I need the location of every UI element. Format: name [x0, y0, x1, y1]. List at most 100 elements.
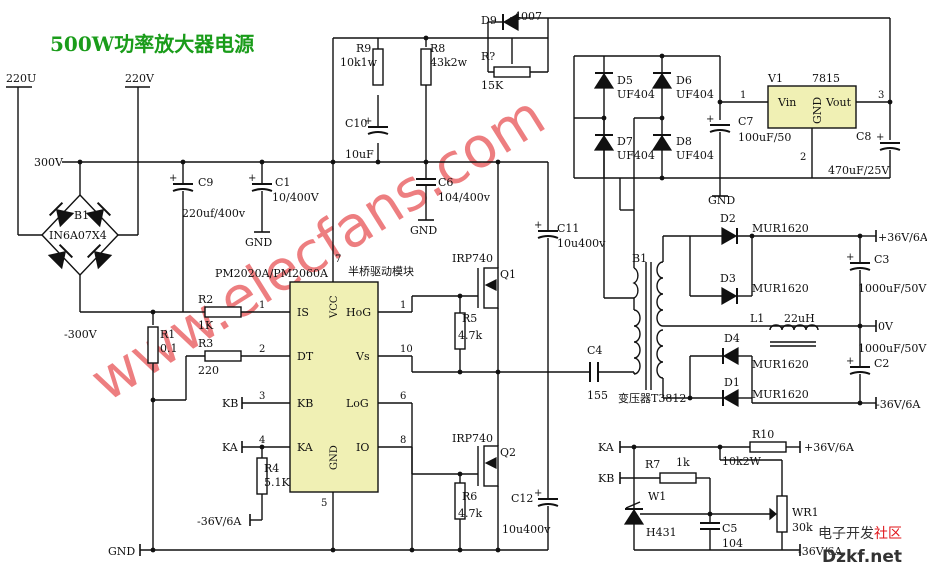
svg-text:R?: R? — [481, 50, 495, 63]
svg-text:C1: C1 — [275, 176, 290, 189]
logo-line2: Dzkf.net — [822, 547, 902, 567]
output-caps: C3 1000uF/50V C2 1000uF/50V +36V/6A 0V -… — [845, 229, 927, 411]
svg-text:R2: R2 — [198, 293, 213, 306]
svg-text:C3: C3 — [874, 253, 889, 266]
svg-text:R4: R4 — [264, 462, 279, 475]
svg-text:220uf/400v: 220uf/400v — [182, 207, 246, 220]
net-kb-left: KB — [222, 397, 238, 410]
cap-c1: C1 10/400V GND — [245, 162, 320, 249]
net-m36-r4: -36V/6A — [197, 515, 242, 528]
svg-text:Vs: Vs — [355, 350, 370, 363]
svg-text:VCC: VCC — [329, 295, 340, 319]
svg-text:GND: GND — [329, 445, 340, 470]
svg-text:D7: D7 — [617, 135, 633, 148]
resistor-r2: R2 1K — [190, 293, 290, 332]
svg-text:HoG: HoG — [346, 306, 371, 319]
svg-text:C4: C4 — [587, 344, 602, 357]
svg-text:10uF: 10uF — [345, 148, 374, 161]
net-p36-fb: +36V/6A — [804, 441, 855, 454]
svg-text:D3: D3 — [720, 272, 736, 285]
svg-text:B1: B1 — [632, 252, 647, 265]
mosfet-q2: IRP740 Q2 R6 4.7k — [411, 372, 516, 550]
svg-text:变压器T3812: 变压器T3812 — [618, 391, 686, 405]
gnd-label-c6: GND — [410, 224, 437, 237]
svg-text:3: 3 — [878, 90, 884, 101]
svg-text:43k2w: 43k2w — [430, 56, 468, 69]
svg-text:IS: IS — [297, 306, 309, 319]
svg-text:R5: R5 — [462, 312, 477, 325]
svg-text:4.7k: 4.7k — [458, 507, 482, 520]
net-gnd-bottom: GND — [108, 545, 135, 558]
svg-text:104/400v: 104/400v — [438, 191, 491, 204]
svg-text:MUR1620: MUR1620 — [752, 282, 809, 295]
svg-text:IRP740: IRP740 — [452, 432, 493, 445]
svg-text:D6: D6 — [676, 74, 692, 87]
net-m36-out: -36V/6A — [876, 398, 921, 411]
ic-left-kb-ka: KB KA R4 5.1K1W -36V/6A — [197, 396, 309, 528]
ic-module: 半桥驱动模块 — [348, 264, 414, 278]
svg-text:Q2: Q2 — [500, 446, 516, 459]
svg-text:UF404: UF404 — [676, 88, 714, 101]
svg-text:R1: R1 — [160, 328, 175, 341]
bridge-value: IN6A07X4 — [49, 229, 107, 242]
mains-input: 220U 220V — [6, 72, 155, 236]
net-p36-out: +36V/6A — [878, 231, 927, 244]
svg-text:4.7k: 4.7k — [458, 329, 482, 342]
split-caps: C11 10u400v C12 10u400v — [502, 162, 606, 550]
svg-text:10k2W: 10k2W — [722, 455, 762, 468]
svg-text:10/400V: 10/400V — [272, 191, 320, 204]
svg-text:470uF/25V: 470uF/25V — [828, 164, 890, 177]
net-0v-out: 0V — [878, 320, 894, 333]
svg-text:D8: D8 — [676, 135, 692, 148]
svg-text:R6: R6 — [462, 490, 477, 503]
transformer: B1 变压器T3812 — [603, 120, 860, 405]
svg-text:C10: C10 — [345, 117, 367, 130]
svg-text:Q1: Q1 — [500, 268, 516, 281]
gnd-label-c1: GND — [245, 236, 272, 249]
svg-text:10u400v: 10u400v — [502, 523, 551, 536]
logo-line1b: 社区 — [874, 526, 902, 542]
svg-text:1000uF/50V: 1000uF/50V — [858, 342, 927, 355]
svg-text:4007: 4007 — [514, 10, 542, 23]
feedback-circuit: KA +36V/6A R10 10k2W KB R7 1k W1 H431 C5… — [598, 428, 855, 558]
net-m36-fb: -36V/6A — [798, 545, 843, 558]
svg-text:R10: R10 — [752, 428, 774, 441]
svg-text:6: 6 — [400, 391, 406, 402]
svg-text:1: 1 — [400, 300, 406, 311]
net-ka-fb: KA — [598, 441, 615, 454]
svg-text:7: 7 — [335, 254, 341, 265]
svg-text:2: 2 — [259, 344, 265, 355]
svg-text:22uH: 22uH — [784, 312, 815, 325]
ic-name: PM2020A/PM2060A — [215, 267, 329, 280]
logo-line1a: 电子开发 — [818, 526, 874, 542]
svg-text:D4: D4 — [724, 332, 740, 345]
svg-text:3: 3 — [259, 391, 265, 402]
svg-text:1: 1 — [740, 90, 746, 101]
svg-text:D9: D9 — [481, 14, 497, 27]
svg-text:C12: C12 — [511, 492, 533, 505]
mosfet-q1: IRP740 Q1 R5 4.7k — [411, 162, 516, 372]
svg-text:155: 155 — [587, 389, 608, 402]
svg-text:UF404: UF404 — [617, 149, 655, 162]
svg-text:C11: C11 — [557, 222, 579, 235]
diagram-title: 500W功率放大器电源 — [50, 32, 254, 56]
net-minus300v: -300V — [64, 328, 98, 341]
svg-text:100uF/50: 100uF/50 — [738, 131, 791, 144]
svg-text:10k1w: 10k1w — [340, 56, 378, 69]
svg-text:220: 220 — [198, 364, 219, 377]
svg-text:R3: R3 — [198, 337, 213, 350]
svg-text:2: 2 — [800, 152, 806, 163]
rail-minus300v: -300V — [64, 309, 190, 341]
bridge-rectifier: B1 IN6A07X4 — [41, 162, 119, 312]
net-220u: 220U — [6, 72, 36, 85]
svg-text:IRP740: IRP740 — [452, 252, 493, 265]
svg-text:R8: R8 — [430, 42, 445, 55]
rail-300v: 300V — [34, 156, 548, 169]
coupling-cap-c4: C4 155 — [587, 344, 634, 402]
svg-text:C6: C6 — [438, 176, 453, 189]
rail-gnd: GND — [108, 543, 548, 558]
svg-text:0.1: 0.1 — [160, 342, 178, 355]
startup-circuit: R9 10k1w C10 10uF R8 43k2w C6 104/400v G… — [332, 10, 890, 237]
resistor-r3: R3 220 — [150, 337, 290, 403]
